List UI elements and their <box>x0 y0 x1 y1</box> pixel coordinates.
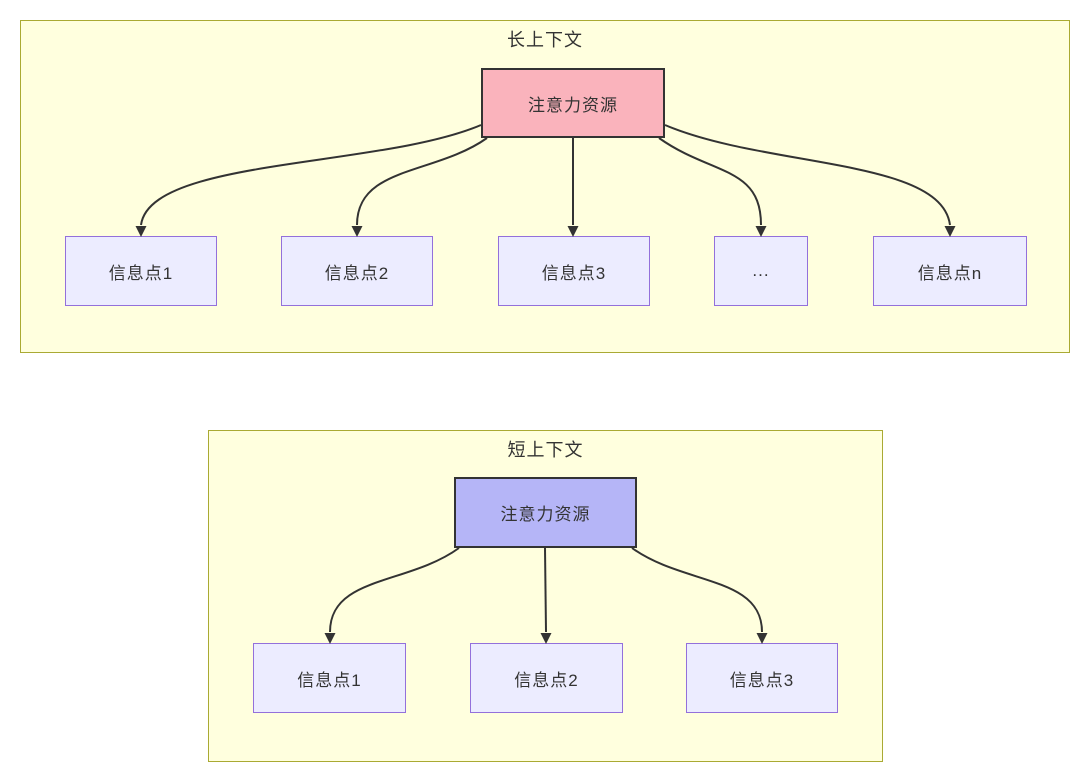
info-node-short-3: 信息点3 <box>686 643 838 713</box>
info-node-long-n: 信息点n <box>873 236 1027 306</box>
info-node-long-3: 信息点3 <box>498 236 650 306</box>
info-node-long-1: 信息点1 <box>65 236 217 306</box>
info-node-short-1: 信息点1 <box>253 643 406 713</box>
info-node-long-2: 信息点2 <box>281 236 433 306</box>
info-node-short-2: 信息点2 <box>470 643 623 713</box>
info-node-long-ellipsis: ... <box>714 236 808 306</box>
attention-node-long: 注意力资源 <box>481 68 665 138</box>
attention-node-short: 注意力资源 <box>454 477 637 548</box>
short-context-title: 短上下文 <box>507 440 584 460</box>
long-context-title: 长上下文 <box>507 30 583 50</box>
